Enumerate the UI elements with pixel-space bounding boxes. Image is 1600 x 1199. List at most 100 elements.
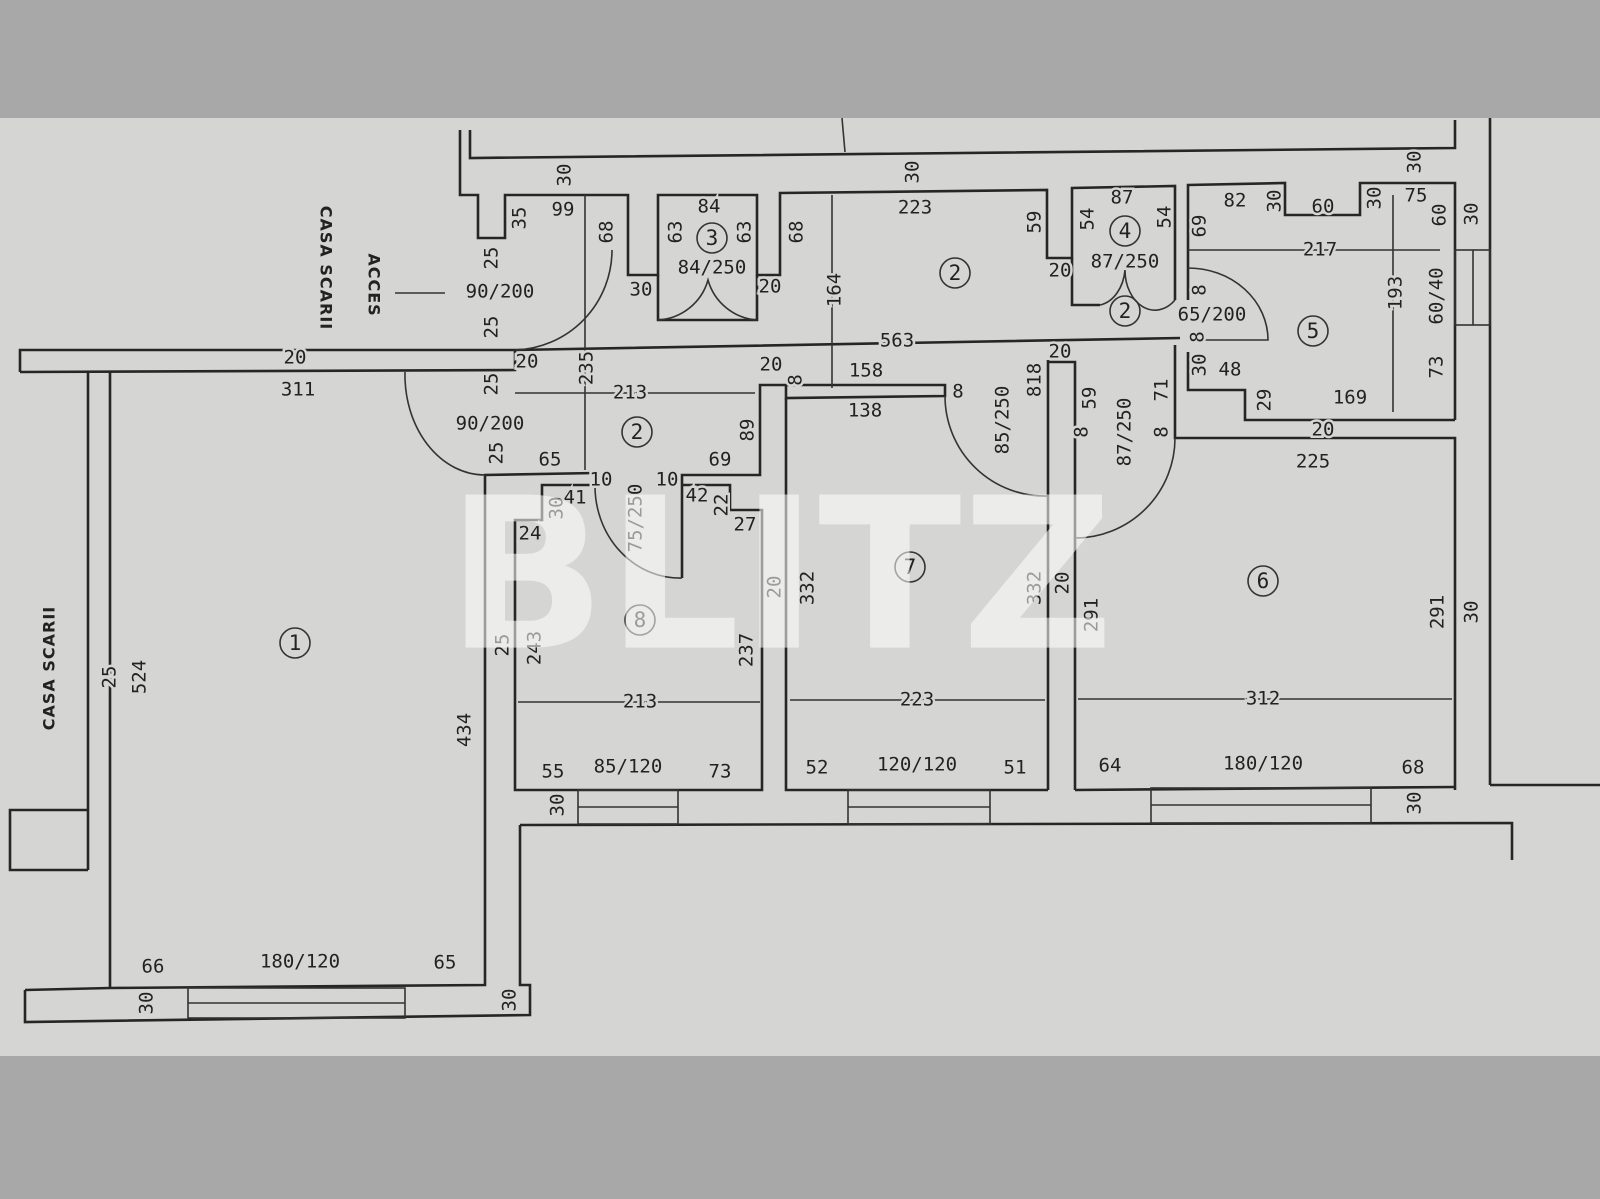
dimension-label: 20 <box>284 347 307 369</box>
dimension-label: 22 <box>711 494 733 517</box>
dimension-label: 25 <box>99 666 121 689</box>
dimension-label: 73 <box>709 761 732 783</box>
dimension-label: 30 <box>1364 187 1386 210</box>
room-number-circle <box>894 551 926 583</box>
door-swings <box>395 117 1452 703</box>
room-number: 5 <box>1307 319 1320 343</box>
note-label: CASA SCARII <box>40 606 59 730</box>
dimension-label: 434 <box>454 713 476 747</box>
dimension-label: 60/40 <box>1426 267 1448 324</box>
dimension-label: 20 <box>760 354 783 376</box>
dimension-label: 8 <box>1151 426 1173 437</box>
dimension-label: 75 <box>1405 185 1428 207</box>
dimension-label: 69 <box>1189 215 1211 238</box>
dimension-label: 223 <box>900 689 934 711</box>
room-number: 7 <box>904 555 917 579</box>
dimension-label: 99 <box>552 199 575 221</box>
dimension-label: 55 <box>542 761 565 783</box>
dimension-label: 563 <box>880 330 914 352</box>
dimension-label: 90/200 <box>456 413 525 435</box>
room-number-circle <box>939 257 971 289</box>
dimension-label: 24 <box>519 523 542 545</box>
dimension-label: 524 <box>129 660 151 694</box>
dimension-label: 75/250 <box>625 484 647 553</box>
dimension-label: 66 <box>142 956 165 978</box>
dimension-label: 35 <box>509 207 531 230</box>
dimension-label: 65 <box>434 952 457 974</box>
room-number: 1 <box>289 631 302 655</box>
dimension-label: 291 <box>1081 598 1103 632</box>
dimension-label: 85/120 <box>594 756 663 778</box>
dimension-label: 235 <box>576 351 598 385</box>
dimension-label: 20 <box>1052 572 1074 595</box>
dimension-label: 158 <box>849 360 883 382</box>
dimension-label: 52 <box>806 757 829 779</box>
dimension-label: 291 <box>1427 595 1449 629</box>
dimension-label: 8 <box>952 381 963 403</box>
dimension-label: 68 <box>596 221 618 244</box>
room-number-circle <box>696 222 728 254</box>
dimension-label: 30 <box>1189 354 1211 377</box>
dimension-label: 818 <box>1024 363 1046 397</box>
dimension-label: 30 <box>1264 190 1286 213</box>
dimension-label: 51 <box>1004 757 1027 779</box>
dimension-label: 25 <box>492 634 514 657</box>
dimension-label: 10 <box>590 469 613 491</box>
dimension-label: 180/120 <box>1223 753 1303 775</box>
room-number: 2 <box>949 261 962 285</box>
dimension-label: 41 <box>564 487 587 509</box>
dimension-label: 180/120 <box>260 951 340 973</box>
room-number-circle <box>624 604 656 636</box>
room-number: 6 <box>1257 569 1270 593</box>
dimension-label: 169 <box>1333 387 1367 409</box>
room-number: 2 <box>631 420 644 444</box>
dimension-label: 60 <box>1429 204 1451 227</box>
dimension-label: 84/250 <box>678 257 747 279</box>
dimension-label: 82 <box>1224 190 1247 212</box>
room-number-circle <box>1109 295 1141 327</box>
dimension-label: 20 <box>1312 419 1335 441</box>
dimension-label: 30 <box>546 497 568 520</box>
dimension-label: 10 <box>656 469 679 491</box>
dimension-label: 30 <box>630 279 653 301</box>
dimension-label: 217 <box>1303 239 1337 261</box>
dimension-label: 311 <box>281 379 315 401</box>
dimension-label: 20 <box>516 351 539 373</box>
dimension-label: 30 <box>499 989 521 1012</box>
dimension-label: 213 <box>613 382 647 404</box>
dimension-label: 223 <box>898 197 932 219</box>
dimension-label: 8 <box>1187 331 1209 342</box>
dimension-label: 68 <box>786 221 808 244</box>
room-number: 2 <box>1119 299 1132 323</box>
dimension-label: 63 <box>734 221 756 244</box>
dimension-label: 59 <box>1079 387 1101 410</box>
dimension-label: 332 <box>1024 571 1046 605</box>
dimension-label: 25 <box>486 442 508 465</box>
dimension-label: 138 <box>848 400 882 422</box>
room-number-circle <box>1109 215 1141 247</box>
dimension-label: 25 <box>481 373 503 396</box>
dimension-label: 30 <box>1461 203 1483 226</box>
dimension-label: 48 <box>1219 359 1242 381</box>
note-label: CASA SCARII <box>317 206 336 330</box>
dimension-label: 90/200 <box>466 281 535 303</box>
dimension-label: 69 <box>709 449 732 471</box>
room-number-circle <box>621 416 653 448</box>
dimension-label: 59 <box>1024 211 1046 234</box>
dimension-label: 20 <box>764 576 786 599</box>
paper-sheet <box>0 118 1600 1056</box>
dimension-label: 120/120 <box>877 754 957 776</box>
dimension-label: 87/250 <box>1114 398 1136 467</box>
dimension-label: 20 <box>759 276 782 298</box>
dimension-label: 312 <box>1246 688 1280 710</box>
dimension-label: 193 <box>1385 276 1407 310</box>
dimension-label: 84 <box>698 196 721 218</box>
dimension-label: 65 <box>539 449 562 471</box>
dimension-label: 30 <box>547 794 569 817</box>
dimension-label: 89 <box>737 419 759 442</box>
room-number: 8 <box>634 608 647 632</box>
dimension-label: 30 <box>554 164 576 187</box>
dimension-label: 237 <box>736 633 758 667</box>
room-number-circle <box>1247 565 1279 597</box>
dimension-label: 87 <box>1111 187 1134 209</box>
